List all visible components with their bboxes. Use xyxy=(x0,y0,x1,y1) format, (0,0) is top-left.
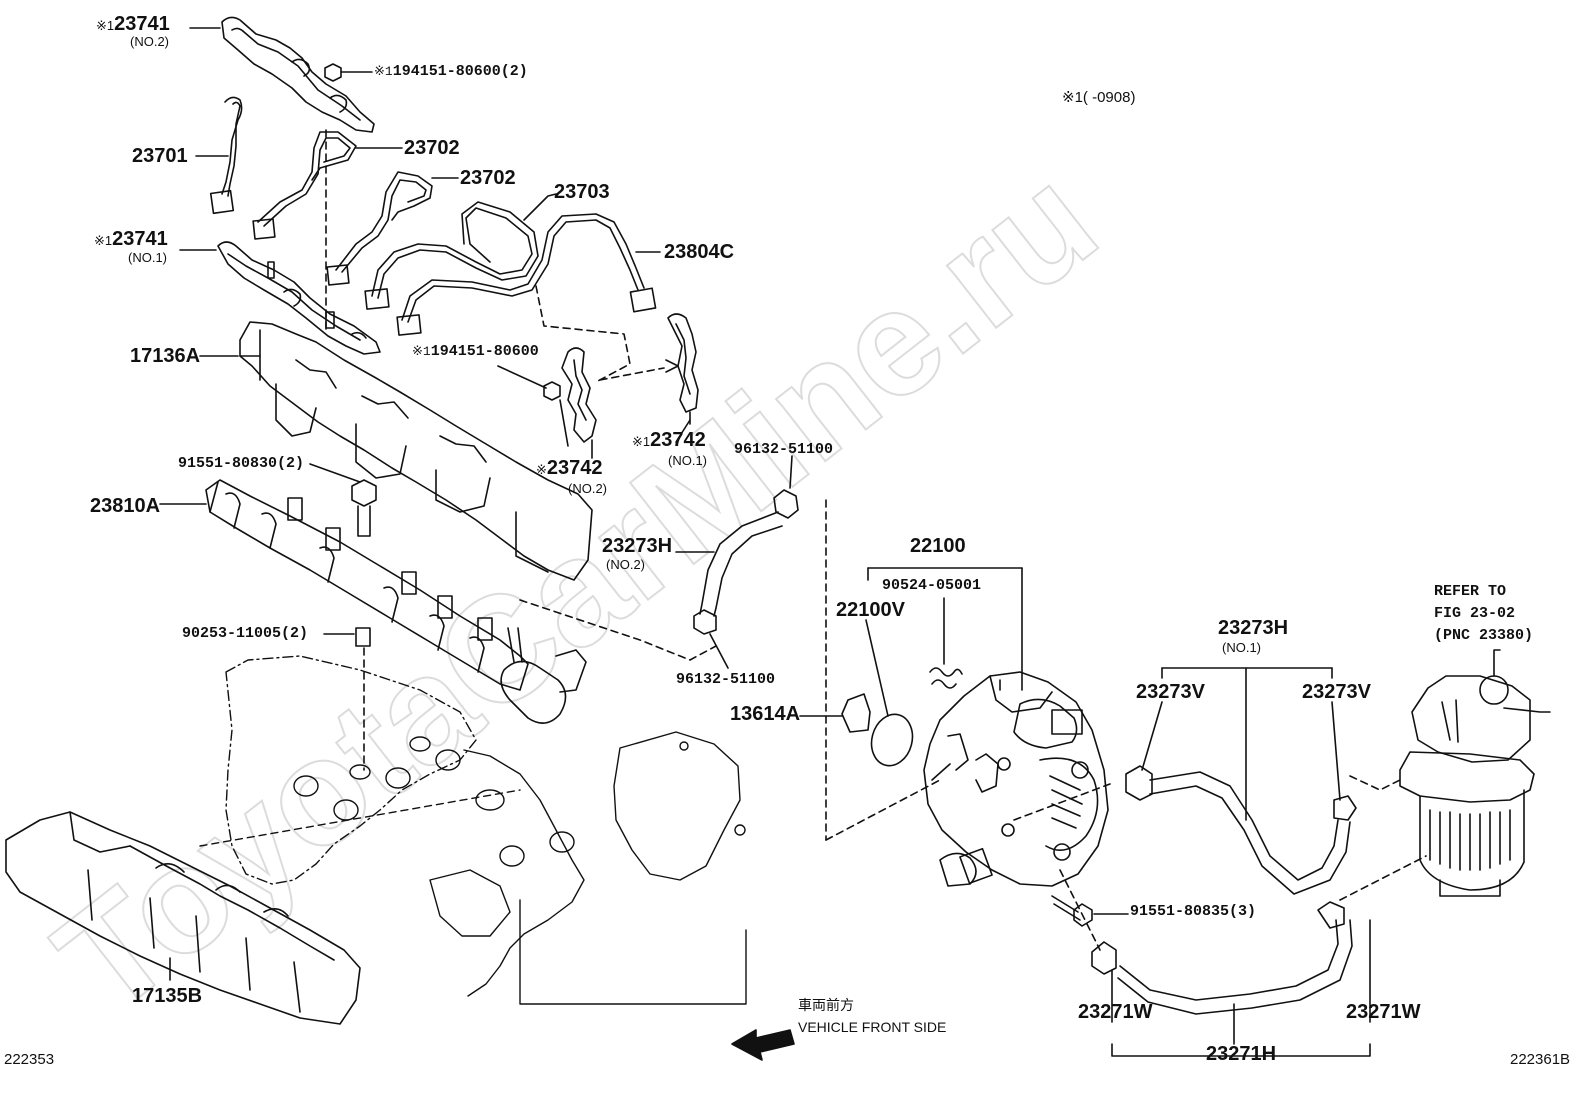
cover-17136a xyxy=(199,321,593,581)
label-23273v-left: 23273V xyxy=(1136,681,1205,703)
clamp-23742-no1 xyxy=(665,313,699,425)
refer-line-3: (PNC 23380) xyxy=(1434,627,1534,644)
sublabel-no1: (NO.1) xyxy=(128,250,167,265)
part-number: 23742 xyxy=(650,429,706,451)
fuel-filter xyxy=(1399,649,1551,897)
clip-96132-top xyxy=(773,455,799,519)
label-91551-80830: 91551-80830(2) xyxy=(178,455,305,472)
figure-id-left: 222353 xyxy=(4,1051,55,1068)
label-23273h-no2: 23273H xyxy=(602,535,673,557)
part-number: 194151-80600(2) xyxy=(392,63,528,80)
clamp-23741-no2 xyxy=(221,16,375,133)
leaders xyxy=(189,27,691,447)
pipe-23701 xyxy=(195,96,243,215)
pipe-23702-a xyxy=(252,131,403,240)
label-23271w-right: 23271W xyxy=(1346,1001,1421,1023)
label-13614a: 13614A xyxy=(730,703,801,725)
front-arrow xyxy=(731,1029,795,1061)
label-194151: ※1194151-80600 xyxy=(412,344,539,359)
engine-block xyxy=(199,655,747,1005)
label-23701: 23701 xyxy=(132,145,188,167)
label-23273v-right: 23273V xyxy=(1302,681,1371,703)
gasket-22100v xyxy=(865,619,914,767)
hose-23271h-callouts xyxy=(1111,919,1371,1057)
label-23741-no1: ※123741 xyxy=(94,229,168,249)
bolt-91551-80835 xyxy=(1051,895,1129,927)
label-17135b: 17135B xyxy=(132,985,203,1007)
part-number: 23741 xyxy=(114,13,170,35)
marker-1: ※1 xyxy=(96,18,115,33)
marker-1: ※1 xyxy=(412,344,431,359)
dashed-links-top xyxy=(325,129,665,383)
hose-23271h xyxy=(1091,901,1353,1015)
sleeve-90253 xyxy=(323,627,371,771)
marker-1: ※1 xyxy=(374,64,393,79)
pump-22100 xyxy=(867,567,1109,887)
label-90524: 90524-05001 xyxy=(882,577,982,594)
label-23271h: 23271H xyxy=(1206,1043,1277,1065)
dashed-links-rail xyxy=(519,499,941,841)
marker-1: ※1 xyxy=(94,233,113,248)
pipe-23804c xyxy=(396,213,661,336)
fuel-rail-23810a xyxy=(159,479,587,724)
label-96132-bot: 96132-51100 xyxy=(676,671,776,688)
marker-1: ※ xyxy=(536,462,547,477)
label-23703: 23703 xyxy=(554,181,610,203)
direction-jp: 車両前方 xyxy=(798,997,854,1013)
label-17136a: 17136A xyxy=(130,345,201,367)
sublabel-no2-23742: (NO.2) xyxy=(568,481,607,496)
label-23810a: 23810A xyxy=(90,495,161,517)
applicability-note: ※1( -0908) xyxy=(1062,89,1136,106)
label-23702-a: 23702 xyxy=(404,137,460,159)
label-23702-b: 23702 xyxy=(460,167,516,189)
sublabel-no2-23273h: (NO.2) xyxy=(606,557,645,572)
nut-194151-2 xyxy=(324,63,373,82)
part-number: 194151-80600 xyxy=(430,343,539,360)
cover-17135b xyxy=(5,811,361,1025)
marker-1: ※1 xyxy=(632,434,651,449)
hose-23273h-no1 xyxy=(1125,765,1357,895)
label-90253: 90253-11005(2) xyxy=(182,625,309,642)
part-number: 23741 xyxy=(112,228,168,250)
label-23804c: 23804C xyxy=(664,241,735,263)
nut-194151 xyxy=(497,365,561,401)
label-91551-80835: 91551-80835(3) xyxy=(1130,903,1257,920)
refer-line-2: FIG 23-02 xyxy=(1434,605,1516,622)
clip-90524 xyxy=(929,597,963,689)
label-23273h-no1: 23273H xyxy=(1218,617,1289,639)
figure-id-right: 222361B xyxy=(1510,1051,1571,1068)
label-22100: 22100 xyxy=(910,535,966,557)
clip-96132-bot xyxy=(693,609,729,669)
dashed-links-hoses xyxy=(1013,775,1427,951)
label-194151-2: ※1194151-80600(2) xyxy=(374,64,528,79)
part-number: 23742 xyxy=(546,457,603,479)
label-23741-no2: ※123741 xyxy=(96,14,170,34)
hose-23273h-no1-callouts xyxy=(1141,667,1341,821)
part-13614a xyxy=(799,693,871,733)
sublabel-no1-23273h: (NO.1) xyxy=(1222,640,1261,655)
direction-en: VEHICLE FRONT SIDE xyxy=(798,1019,947,1035)
label-96132-top: 96132-51100 xyxy=(734,441,834,458)
bolt-91551-80830 xyxy=(309,463,377,537)
label-23271w-left: 23271W xyxy=(1078,1001,1153,1023)
clamp-23741-no1 xyxy=(179,241,381,355)
hose-23273h-no2 xyxy=(675,511,783,617)
label-23742-no1: ※123742 xyxy=(632,430,706,450)
sublabel-no2: (NO.2) xyxy=(130,34,169,49)
sublabel-no1-23742: (NO.1) xyxy=(668,453,707,468)
pipe-23702-b xyxy=(326,171,459,286)
clamp-23742-no2 xyxy=(561,347,597,459)
pipe-23703 xyxy=(364,193,557,310)
label-23742-no2: ※23742 xyxy=(536,458,603,478)
label-22100v: 22100V xyxy=(836,599,905,621)
refer-line-1: REFER TO xyxy=(1434,583,1507,600)
